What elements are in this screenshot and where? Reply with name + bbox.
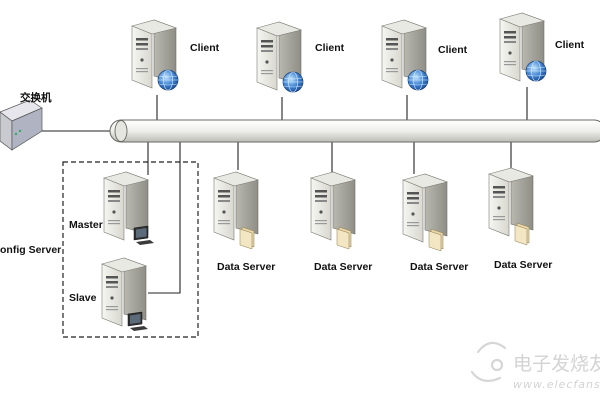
slave-server (101, 257, 149, 332)
master-server (103, 171, 155, 246)
client-label: Client (555, 39, 585, 51)
connections (40, 87, 528, 294)
server-icon (310, 171, 356, 241)
client-node: Client (499, 12, 585, 82)
documents-icon (336, 226, 352, 250)
network-bus (109, 119, 600, 143)
switch-label: 交换机 (20, 91, 52, 104)
data-server-node: Data Server (488, 167, 552, 271)
watermark-url: www.elecfans.com (513, 378, 600, 391)
client-node: Client (256, 21, 345, 93)
server-icon (402, 173, 448, 243)
data-server-label: Data Server (494, 259, 552, 271)
globe-icon (407, 69, 429, 91)
data-server-node: Data Server (310, 171, 372, 273)
globe-icon (282, 71, 304, 93)
globe-icon (157, 69, 179, 91)
client-label: Client (315, 42, 345, 54)
config-server-group: onfig Server Master Slave (0, 161, 199, 338)
client-node: Client (381, 19, 468, 91)
data-server-node: Data Server (213, 171, 275, 273)
data-server-label: Data Server (314, 261, 372, 273)
data-server-node: Data Server (402, 173, 468, 273)
switch-icon (0, 99, 43, 151)
data-server-label: Data Server (217, 261, 275, 273)
watermark: 电子发烧友 www.elecfans.com (470, 341, 600, 391)
watermark-logo-icon (470, 341, 507, 383)
client-label: Client (438, 44, 468, 56)
documents-icon (428, 228, 444, 252)
monitor-icon (133, 225, 155, 246)
master-label: Master (69, 219, 103, 231)
switch-device: 交换机 (0, 91, 52, 151)
server-icon (213, 171, 259, 241)
data-server-label: Data Server (410, 261, 468, 273)
config-server-boundary (62, 161, 199, 338)
client-label: Client (190, 42, 220, 54)
documents-icon (514, 222, 530, 246)
watermark-brand: 电子发烧友 (513, 353, 600, 375)
globe-icon (525, 60, 547, 82)
documents-icon (239, 226, 255, 250)
config-server-label: onfig Server (0, 244, 61, 256)
client-node: Client (131, 19, 220, 91)
server-icon (488, 167, 534, 237)
slave-label: Slave (69, 292, 97, 304)
